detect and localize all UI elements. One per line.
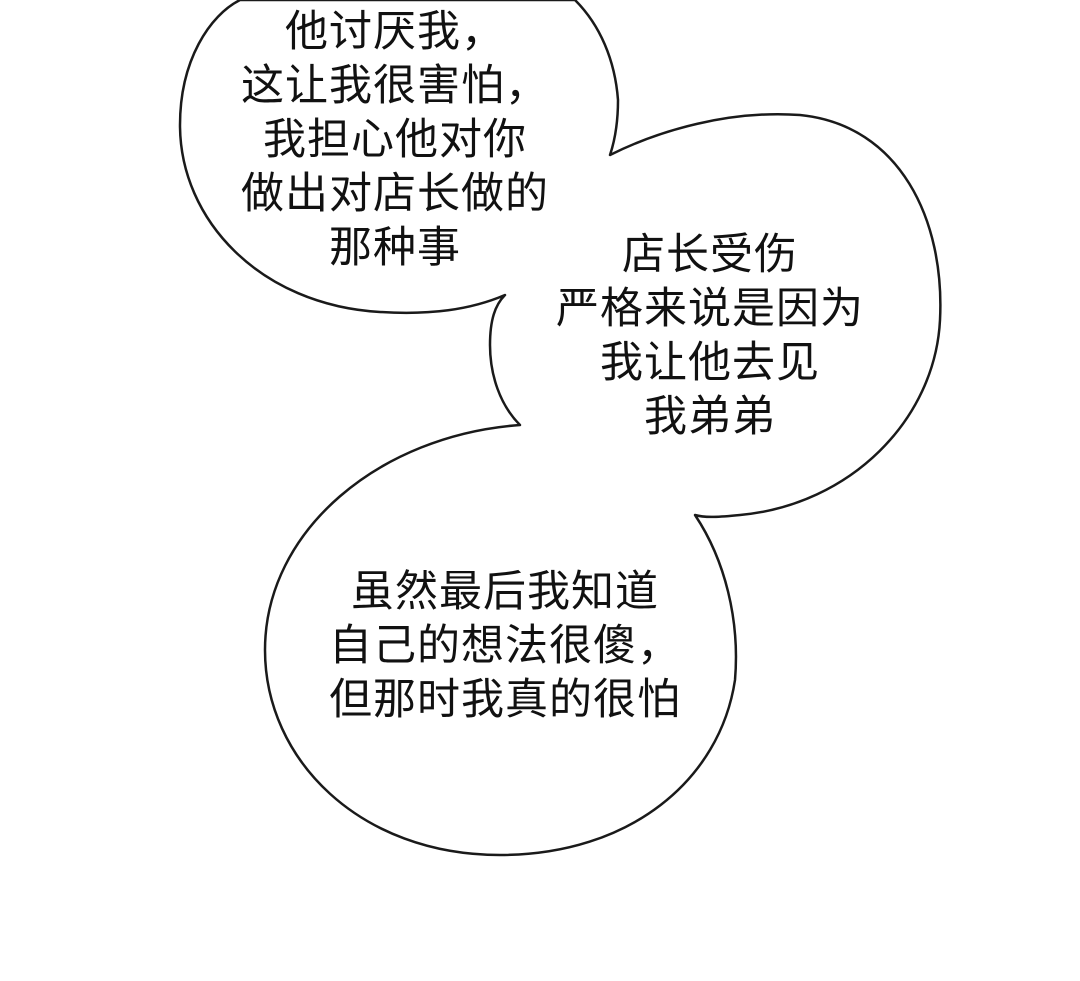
speech-bubble-outline xyxy=(178,0,942,857)
bubble-middle-line-4: 我弟弟 xyxy=(644,392,776,442)
bubble-middle-line-3: 我让他去见 xyxy=(600,338,820,388)
bubble-text-top: 他讨厌我， 这让我很害怕， 我担心他对你 做出对店长做的 那种事 xyxy=(205,5,585,275)
bubble-bottom-line-1: 虽然最后我知道 xyxy=(351,567,659,617)
bubble-top-line-5: 那种事 xyxy=(329,223,461,273)
bubble-middle-line-1: 店长受伤 xyxy=(622,230,798,280)
bubble-middle-line-2: 严格来说是因为 xyxy=(556,284,864,334)
bubble-top-line-2: 这让我很害怕， xyxy=(241,61,549,111)
bubble-text-bottom: 虽然最后我知道 自己的想法很傻， 但那时我真的很怕 xyxy=(285,565,725,727)
bubble-bottom-line-2: 自己的想法很傻， xyxy=(329,621,681,671)
bubble-top-line-4: 做出对店长做的 xyxy=(241,169,549,219)
bubble-bottom-line-3: 但那时我真的很怕 xyxy=(329,675,681,725)
bubble-top-line-3: 我担心他对你 xyxy=(263,115,527,165)
bubble-top-line-1: 他讨厌我， xyxy=(285,7,505,57)
bubble-text-middle: 店长受伤 严格来说是因为 我让他去见 我弟弟 xyxy=(515,228,905,444)
